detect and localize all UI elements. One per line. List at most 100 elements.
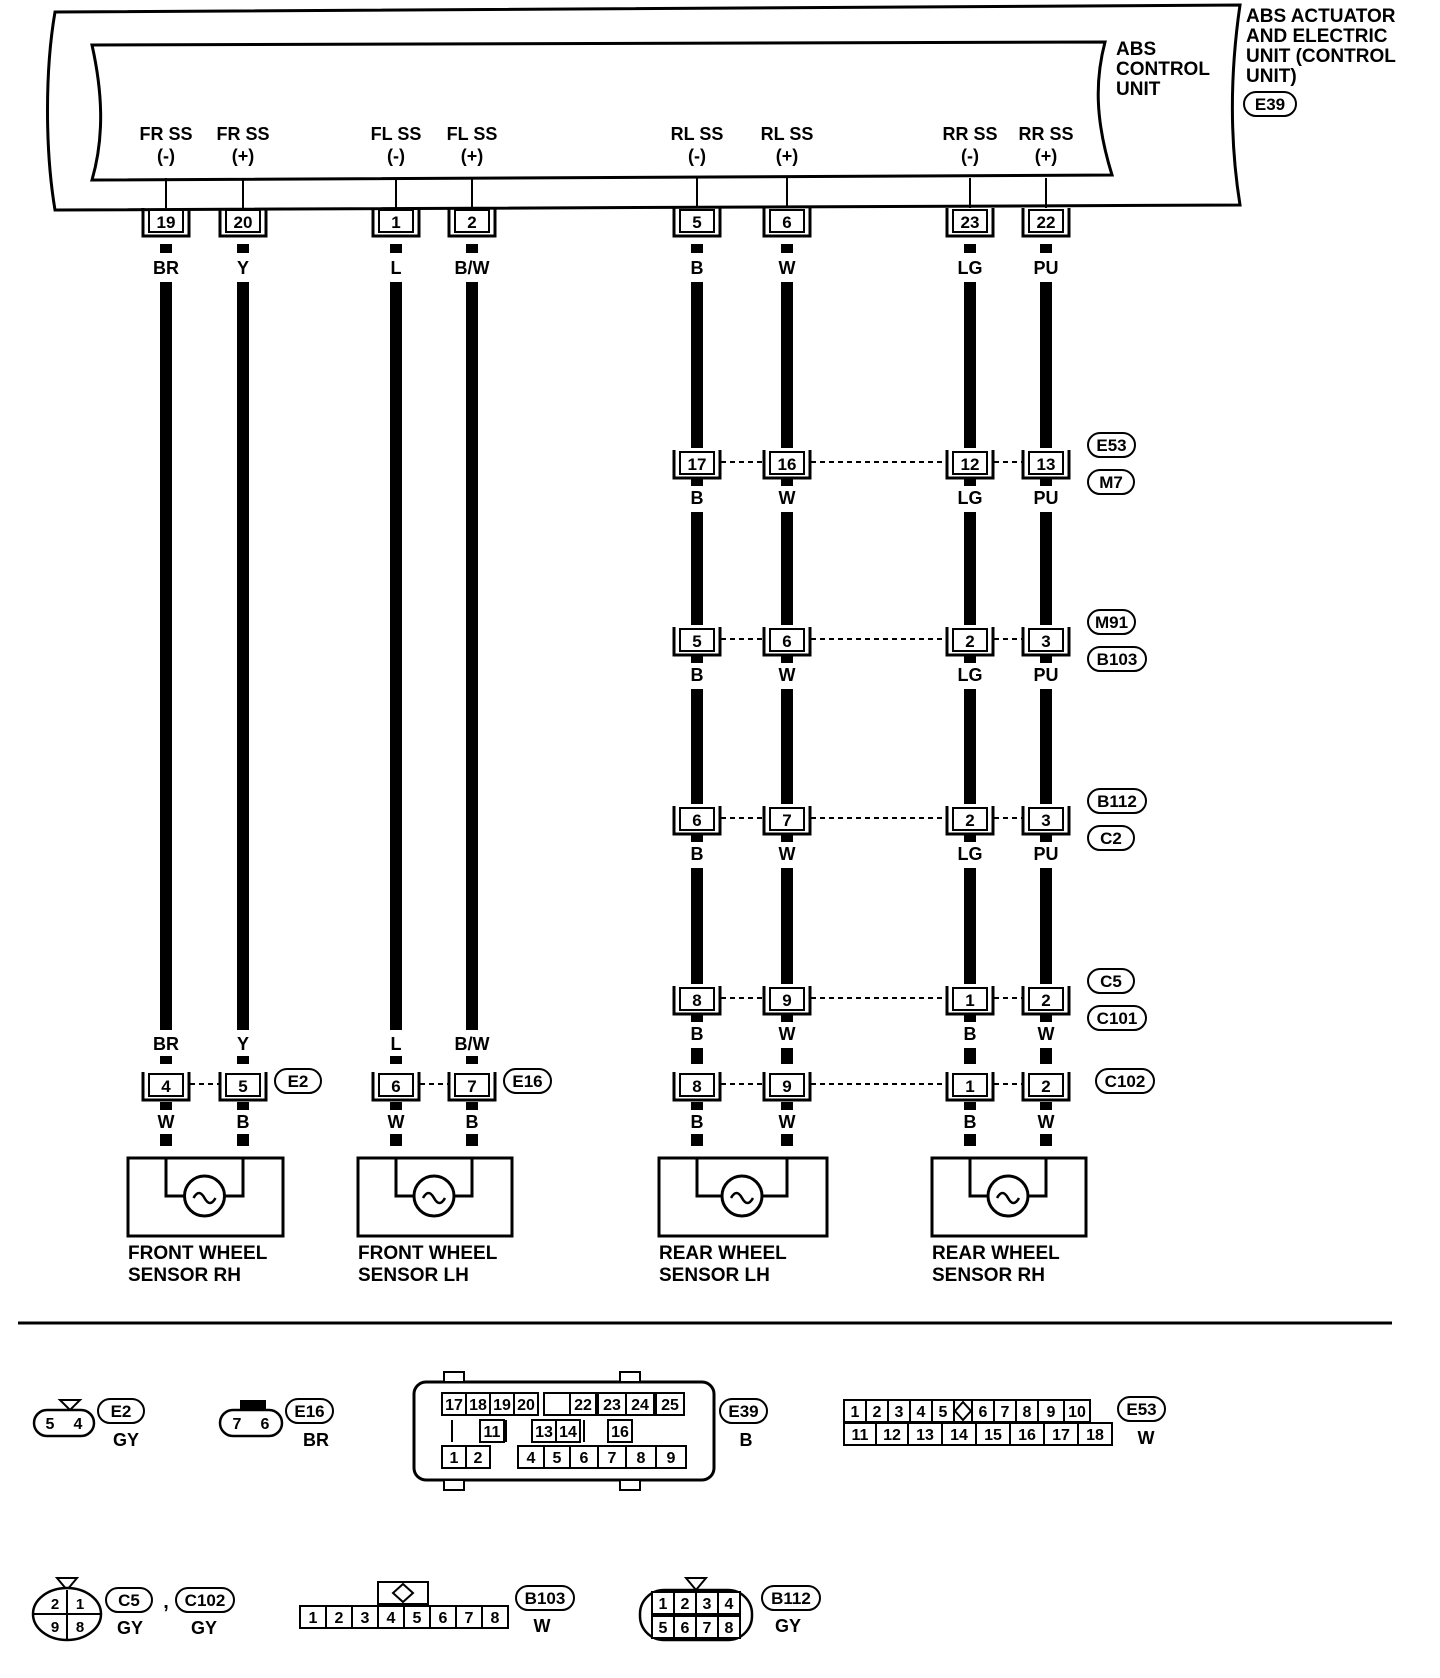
b112-r2-0: 5 xyxy=(659,1620,668,1637)
wire-terminal xyxy=(1040,244,1052,253)
e39-r3-4: 5 xyxy=(553,1450,562,1467)
sensor-wiring xyxy=(394,1158,474,1198)
e53-r1-7: 7 xyxy=(1001,1404,1010,1421)
abs-actuator-id: E39 xyxy=(1255,95,1285,114)
b112-r2-3-cell xyxy=(717,1615,741,1639)
e16-view-id: E16 xyxy=(294,1402,324,1421)
sensor-pin-fr-0: 4 xyxy=(141,1072,191,1102)
chain-color-rl-0-1: B xyxy=(691,665,704,685)
chain-pin-rr-1-0: 13 xyxy=(1021,450,1071,480)
chain-color-rr-1-3: W xyxy=(1038,1024,1055,1044)
wire-segment xyxy=(781,868,793,984)
latch-tab xyxy=(619,1479,641,1491)
e39-r1-7-cell xyxy=(625,1392,655,1416)
wire-terminal xyxy=(237,244,249,253)
pin-rl-0-number: 5 xyxy=(692,213,701,232)
chain-pin-rl-0-2: 6 xyxy=(672,806,722,836)
wire-segment xyxy=(781,1048,793,1064)
chain-color-rl-1-2: W xyxy=(779,844,796,864)
chain-pin-rr-0-0: 12 xyxy=(945,450,995,480)
e53-view-id: E53 xyxy=(1126,1400,1156,1419)
wire-terminal xyxy=(390,1056,402,1064)
wire-segment xyxy=(1040,868,1052,984)
c5-view-color: GY xyxy=(117,1618,143,1638)
wire-terminal xyxy=(390,244,402,253)
wire-terminal xyxy=(691,1102,703,1110)
e39-r3-5: 6 xyxy=(580,1450,589,1467)
chain-pin-rr-1-0-number: 13 xyxy=(1037,455,1056,474)
b112-view-id: B112 xyxy=(771,1589,811,1608)
wire-terminal xyxy=(691,244,703,253)
chain-color-rr-1-0: PU xyxy=(1033,488,1058,508)
wire-terminal xyxy=(964,478,976,486)
chain-pin-rl-0-1: 5 xyxy=(672,627,722,657)
sensor-connector-fr: E2 xyxy=(288,1072,309,1091)
wire-color-fl-0: L xyxy=(391,258,402,278)
e2-view-id: E2 xyxy=(111,1402,132,1421)
signal-rl-0-name: RL SS xyxy=(671,124,724,144)
e39-r3-8-cell xyxy=(655,1445,687,1469)
e16-pin-6: 6 xyxy=(261,1416,270,1433)
c5-pin-2: 2 xyxy=(51,1596,59,1613)
wire-terminal xyxy=(466,244,478,253)
e39-r2-3: 13 xyxy=(535,1424,553,1441)
sensor-name-fl-1: FRONT WHEEL xyxy=(358,1243,498,1264)
signal-rr-1-polarity: (+) xyxy=(1035,146,1058,166)
sensor-pin-fl-1: 7 xyxy=(447,1072,497,1102)
sensor-pin-rr-0: 1 xyxy=(945,1072,995,1102)
wire-terminal xyxy=(1040,478,1052,486)
sensor-wiring xyxy=(164,1158,245,1198)
b112-r2-3: 8 xyxy=(725,1620,734,1637)
wire-segment xyxy=(964,282,976,448)
key-tab xyxy=(240,1400,266,1410)
c5-sep: , xyxy=(163,1591,169,1613)
e39-r1-1: 18 xyxy=(469,1397,487,1414)
wire-segment xyxy=(964,1048,976,1064)
signal-fl-1-polarity: (+) xyxy=(461,146,484,166)
pin-rr-1-number: 22 xyxy=(1037,213,1056,232)
wire-segment xyxy=(160,282,172,1030)
sensor-box-rl xyxy=(657,1156,829,1238)
e39-r2-1-cell xyxy=(479,1419,505,1443)
chain-color-rr-0-1: LG xyxy=(958,665,983,685)
chain-pin-rr-0-3-number: 1 xyxy=(965,991,974,1010)
abs-actuator-id-badge xyxy=(1243,91,1297,117)
wire-segment xyxy=(691,1048,703,1064)
sensor-pin-fl-0: 6 xyxy=(371,1072,421,1102)
wire-terminal xyxy=(964,834,976,842)
wire-terminal xyxy=(781,1102,793,1110)
pin-fr-0-number: 19 xyxy=(157,213,176,232)
chain-pin-rl-1-3-number: 9 xyxy=(782,991,791,1010)
sine-wave-icon xyxy=(729,1191,755,1205)
chain-pin-rr-1-2-number: 3 xyxy=(1041,811,1050,830)
e39-r1-5-cell xyxy=(569,1392,597,1416)
e53-r2-4: 15 xyxy=(984,1427,1002,1444)
rear-connector-id-2-b: C2 xyxy=(1100,829,1122,848)
e39-r2-4: 14 xyxy=(559,1424,577,1441)
wire-terminal xyxy=(964,1102,976,1110)
sensor-name-rl-2: SENSOR LH xyxy=(659,1265,770,1286)
rear-connector-id-0-a: E53 xyxy=(1096,436,1126,455)
wire-segment xyxy=(691,282,703,448)
wire-terminal xyxy=(466,1102,478,1110)
rear-connector-id-3-b-badge xyxy=(1087,1005,1147,1031)
rear-connector-id-3-a: C5 xyxy=(1100,972,1122,991)
b103-pin-0: 1 xyxy=(309,1610,318,1627)
sensor-pin-rr-1-number: 2 xyxy=(1041,1077,1050,1096)
c5-view-id: C5 xyxy=(118,1591,140,1610)
wire-terminal xyxy=(964,1014,976,1022)
pin-rr-0-number: 23 xyxy=(961,213,980,232)
connector-body xyxy=(218,1408,284,1438)
sensor-pin-fr-0-number: 4 xyxy=(161,1077,171,1096)
chain-color-rl-0-0: B xyxy=(691,488,704,508)
e39-r2-6: 16 xyxy=(611,1424,629,1441)
c102-view-id-badge xyxy=(175,1587,235,1613)
signal-fl-0-polarity: (-) xyxy=(387,146,405,166)
wire-color-bottom-fr-1: Y xyxy=(237,1034,249,1054)
key-tab xyxy=(57,1399,83,1412)
latch-tab xyxy=(443,1371,465,1383)
